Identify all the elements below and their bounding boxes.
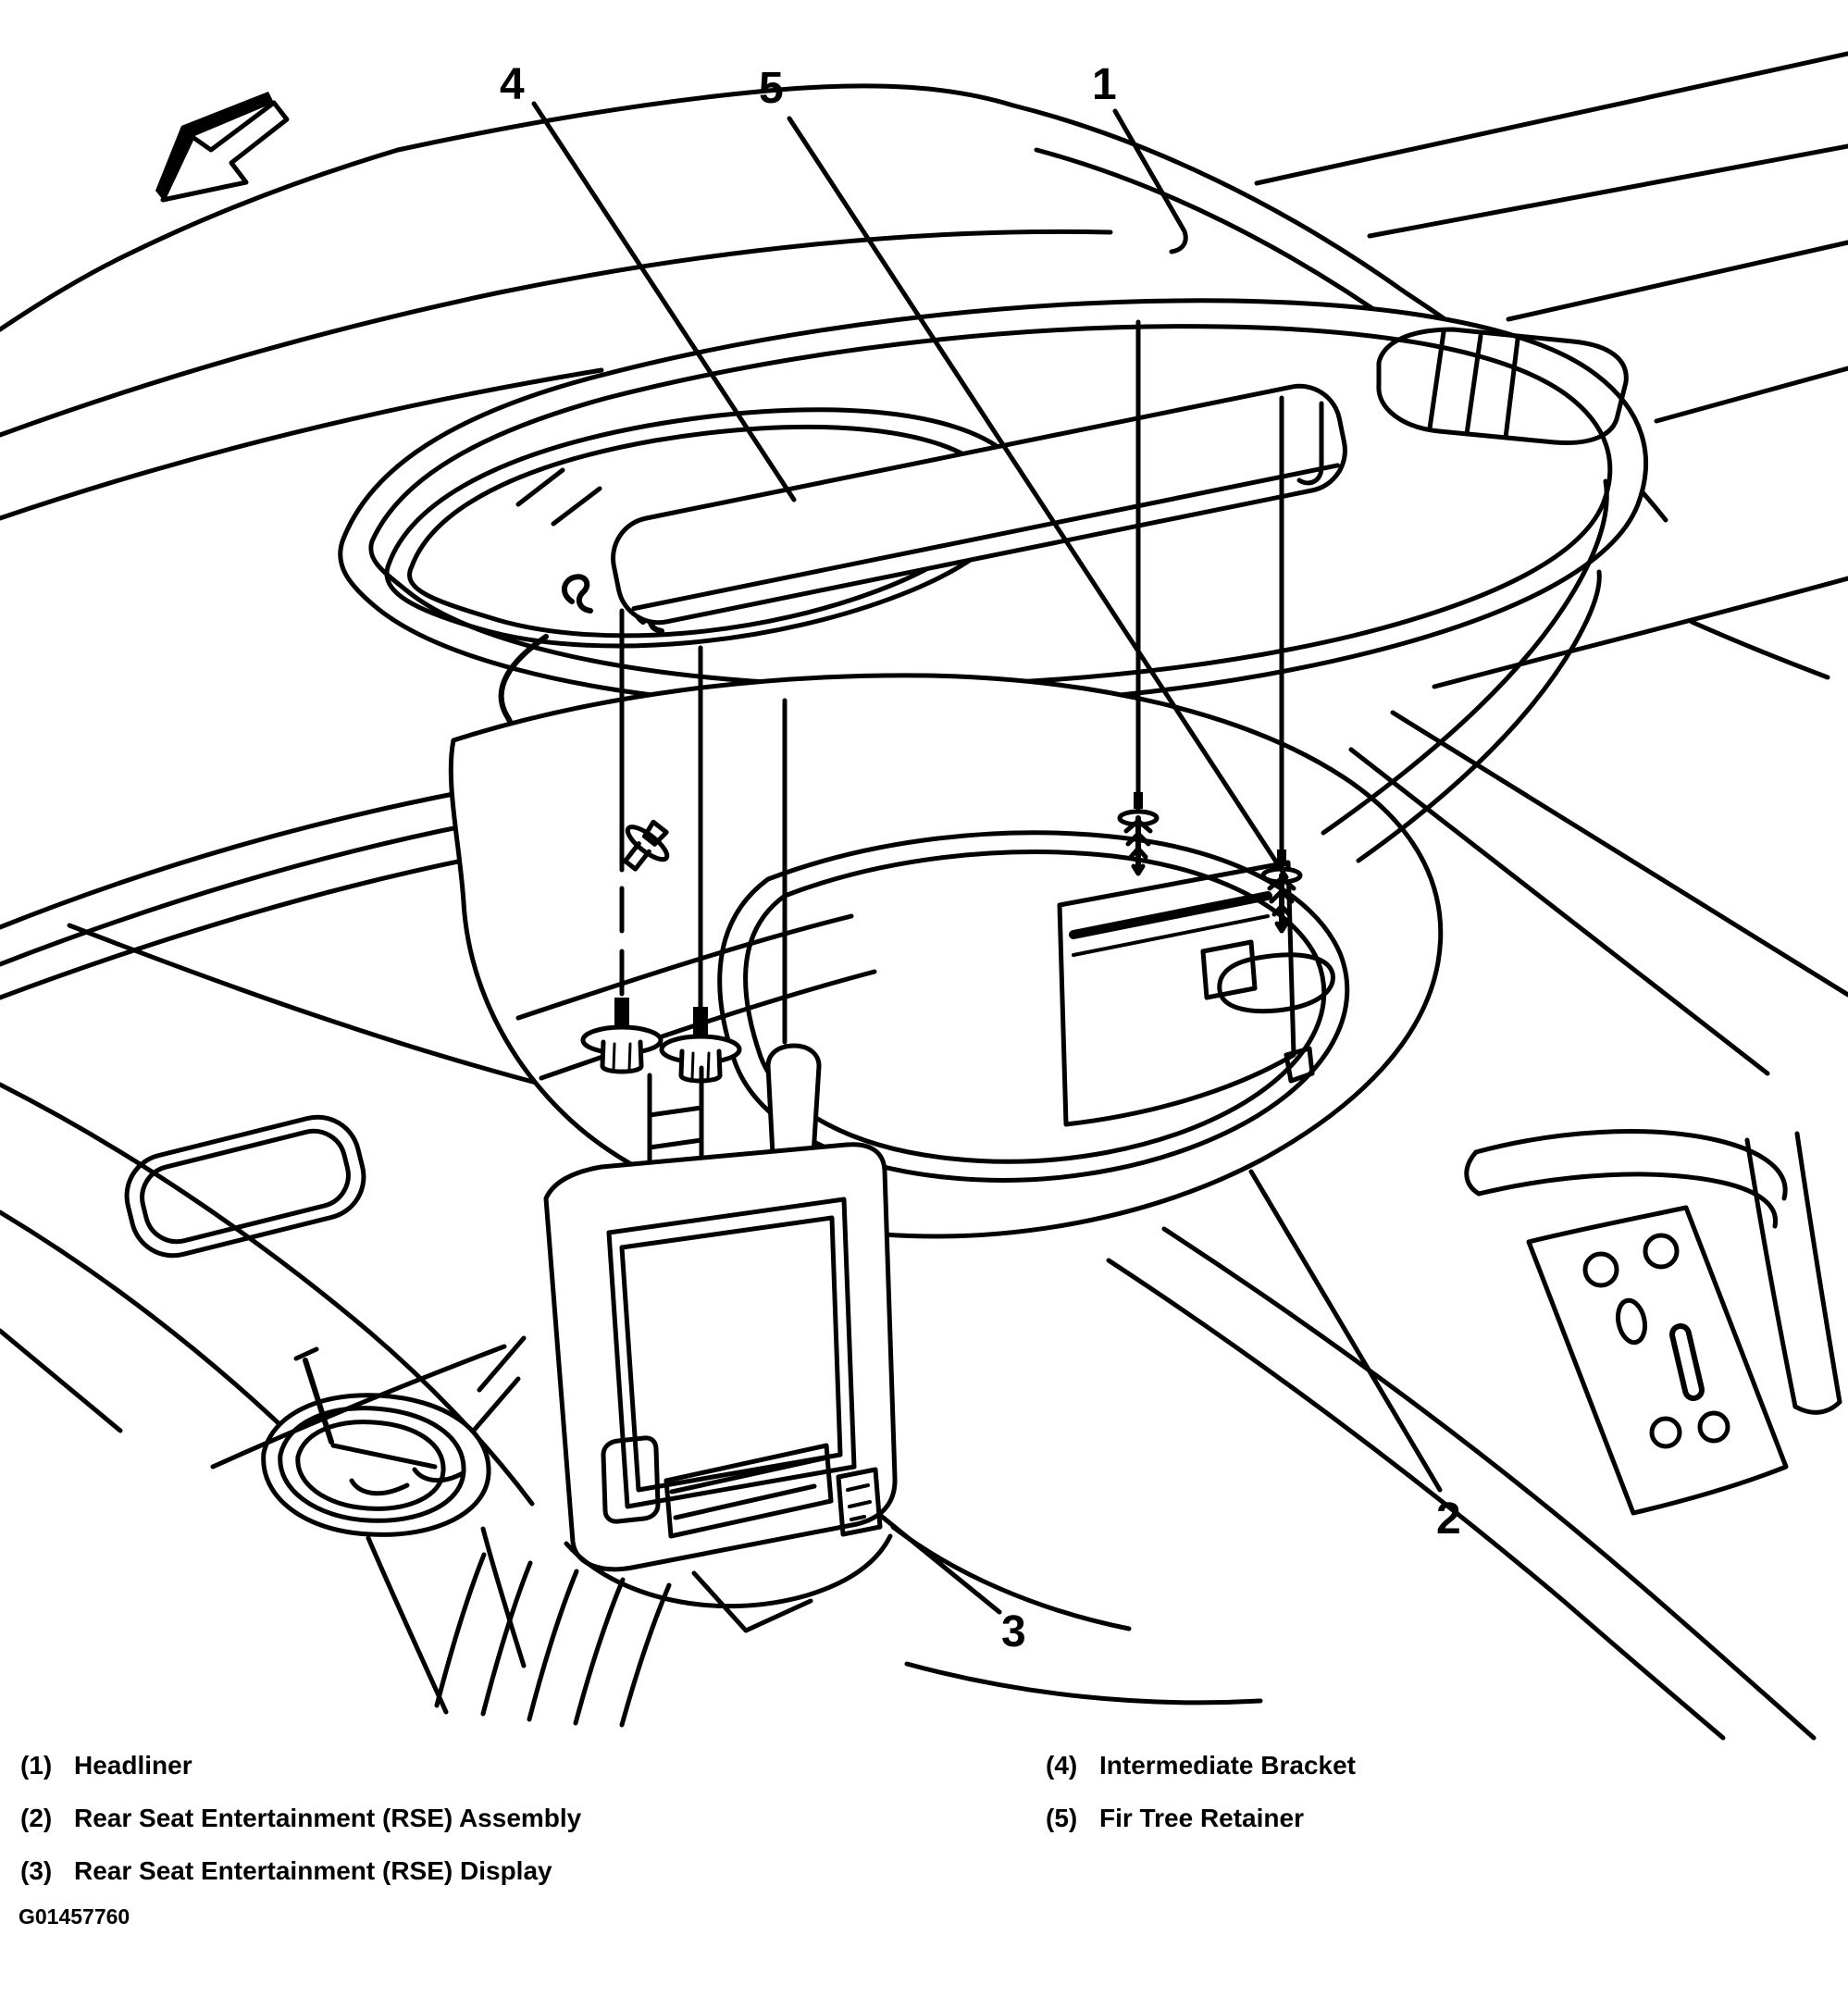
leader-5 <box>787 116 1289 880</box>
legend-label: Rear Seat Entertainment (RSE) Display <box>74 1856 552 1885</box>
rse-assembly-shape <box>448 673 1444 1239</box>
seat-back-lines <box>890 1226 1817 1741</box>
legend-label: Fir Tree Retainer <box>1099 1804 1304 1832</box>
legend-item-1: (1) Headliner <box>20 1751 581 1780</box>
legend-right-column: (4) Intermediate Bracket (5) Fir Tree Re… <box>1046 1751 1356 1833</box>
figure-id: G01457760 <box>19 1904 130 1929</box>
intermediate-bracket-shape <box>611 383 1347 626</box>
legend-left-column: (1) Headliner (2) Rear Seat Entertainmen… <box>20 1751 581 1886</box>
sunglasses-bin <box>124 1114 366 1259</box>
legend-label: Intermediate Bracket <box>1099 1751 1357 1780</box>
legend-label: Headliner <box>74 1751 192 1780</box>
callout-number-1: 1 <box>1092 60 1117 109</box>
quarter-trim-lines <box>1321 478 1848 1076</box>
legend-number: (3) <box>20 1856 53 1885</box>
display-controls <box>601 1435 883 1539</box>
fir-tree-retainer <box>1260 850 1303 934</box>
loose-screw <box>623 819 670 872</box>
console-cutout <box>1376 327 1629 446</box>
callout-leader-lines <box>531 101 1443 1615</box>
rse-unit-box <box>1057 860 1335 1127</box>
pillar-bracket <box>1464 1129 1842 1516</box>
screw <box>580 998 664 1074</box>
callout-number-3: 3 <box>1001 1607 1026 1656</box>
legend-number: (4) <box>1046 1751 1078 1780</box>
a-pillar <box>210 1344 672 1728</box>
leader-3 <box>878 1513 1002 1615</box>
front-direction-arrow-icon <box>155 92 290 203</box>
display-screen <box>606 1197 857 1509</box>
callout-number-4: 4 <box>500 60 525 109</box>
mounting-studs <box>619 319 1324 1045</box>
leader-4 <box>531 101 797 502</box>
legend-item-4: (4) Intermediate Bracket <box>1046 1751 1356 1780</box>
legend-item-2: (2) Rear Seat Entertainment (RSE) Assemb… <box>20 1804 581 1833</box>
leader-2 <box>1248 1169 1443 1493</box>
legend-number: (5) <box>1046 1804 1078 1832</box>
rse-display-shape <box>469 1065 898 1633</box>
callout-number-5: 5 <box>759 64 784 113</box>
fir-tree-retainer <box>1117 792 1160 876</box>
legend-item-5: (5) Fir Tree Retainer <box>1046 1804 1356 1833</box>
legend-number: (2) <box>20 1804 53 1832</box>
legend-number: (1) <box>20 1751 53 1780</box>
screw <box>659 1007 742 1084</box>
dome-lamp <box>261 1346 491 1537</box>
leader-1 <box>1112 108 1188 254</box>
legend-item-3: (3) Rear Seat Entertainment (RSE) Displa… <box>20 1856 581 1886</box>
legend-label: Rear Seat Entertainment (RSE) Assembly <box>74 1804 582 1832</box>
callout-number-2: 2 <box>1436 1495 1461 1544</box>
